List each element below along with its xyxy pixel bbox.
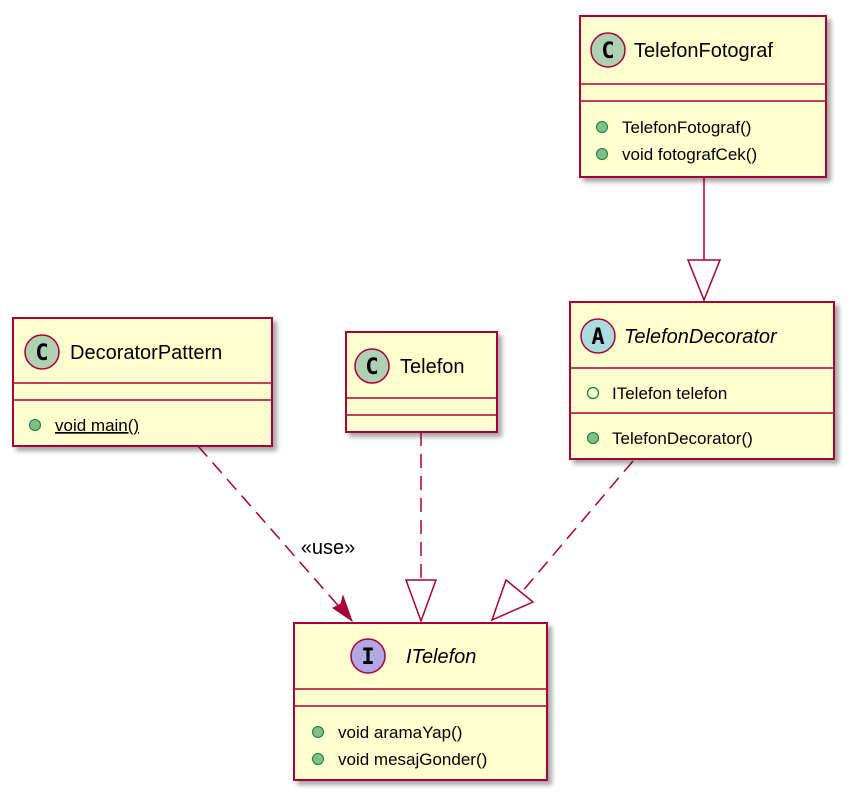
method: void fotografCek() <box>622 145 757 164</box>
field: ITelefon telefon <box>612 384 727 403</box>
public-method-icon <box>312 753 324 765</box>
interface-itelefon: I ITelefon void aramaYap() void mesajGon… <box>293 622 548 781</box>
interface-badge-icon <box>350 638 386 674</box>
abstract-badge-letter: A <box>591 325 604 350</box>
public-field-icon <box>586 386 600 400</box>
class-badge-icon <box>354 348 390 384</box>
class-name: TelefonDecorator <box>624 326 778 348</box>
static-method: void main() <box>55 416 139 435</box>
class-name: Telefon <box>400 356 465 378</box>
class-name: ITelefon <box>406 646 476 668</box>
public-method-icon <box>596 148 608 160</box>
method: TelefonFotograf() <box>622 118 751 137</box>
class-telefon: C Telefon <box>345 331 498 433</box>
public-method-icon <box>29 419 41 431</box>
interface-badge-letter: I <box>361 645 374 670</box>
class-decoratorpattern: C DecoratorPattern void main() <box>12 317 273 447</box>
method: TelefonDecorator() <box>612 429 753 448</box>
class-telefonfotograf: C TelefonFotograf TelefonFotograf() void… <box>579 15 827 178</box>
public-method-icon <box>312 726 324 738</box>
class-badge-icon <box>24 334 60 370</box>
use-stereotype-label: «use» <box>301 537 356 559</box>
realization-telefondecorator-to-itelefon <box>490 460 634 622</box>
realization-telefon-to-itelefon <box>404 432 438 624</box>
abstract-badge-icon <box>580 318 616 354</box>
class-name: TelefonFotograf <box>634 40 773 62</box>
public-method-icon <box>587 432 599 444</box>
use-dependency-arrow: «use» <box>197 445 356 623</box>
class-telefondecorator: A TelefonDecorator ITelefon telefon Tele… <box>569 301 835 460</box>
class-name: DecoratorPattern <box>70 342 222 364</box>
method: void aramaYap() <box>338 723 462 742</box>
class-badge-icon <box>590 32 626 68</box>
class-badge-letter: C <box>365 355 378 380</box>
method: void mesajGonder() <box>338 750 487 769</box>
class-badge-letter: C <box>35 341 48 366</box>
inheritance-telefonfotograf-to-telefondecorator <box>686 177 722 303</box>
public-method-icon <box>596 121 608 133</box>
class-badge-letter: C <box>601 39 614 64</box>
